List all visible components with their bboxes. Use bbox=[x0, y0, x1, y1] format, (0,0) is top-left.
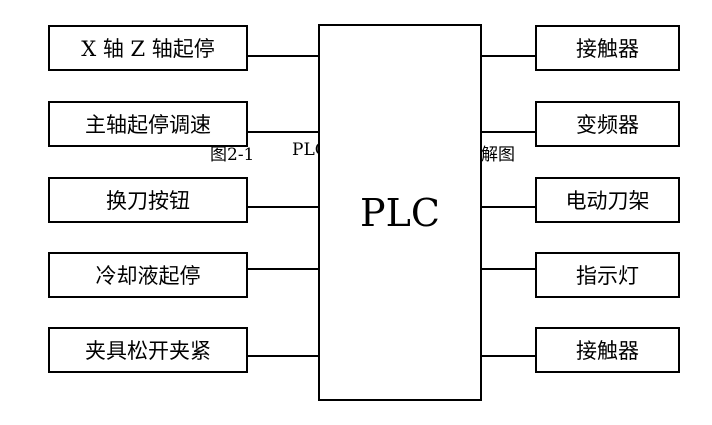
output-label: 接触器 bbox=[576, 339, 639, 363]
connector-output-2 bbox=[481, 131, 536, 133]
connector-input-3 bbox=[247, 206, 319, 208]
output-box-indicator-light: 指示灯 bbox=[535, 252, 680, 298]
input-box-fixture-clamp: 夹具松开夹紧 bbox=[48, 327, 248, 373]
input-box-tool-change-button: 换刀按钮 bbox=[48, 177, 248, 223]
caption-figure-number: 图2-1 bbox=[210, 145, 255, 165]
output-box-contactor-2: 接触器 bbox=[535, 327, 680, 373]
connector-output-1 bbox=[481, 55, 536, 57]
connector-output-3 bbox=[481, 206, 536, 208]
input-label: 换刀按钮 bbox=[106, 189, 190, 213]
caption-tail-text: 解图 bbox=[481, 145, 515, 165]
connector-output-5 bbox=[481, 355, 536, 357]
connector-input-5 bbox=[247, 355, 319, 357]
input-box-axis-start-stop: X 轴 Z 轴起停 bbox=[48, 25, 248, 71]
output-box-electric-turret: 电动刀架 bbox=[535, 177, 680, 223]
connector-output-4 bbox=[481, 268, 536, 270]
output-label: 电动刀架 bbox=[565, 189, 650, 213]
connector-input-1 bbox=[247, 55, 319, 57]
connector-input-2 bbox=[247, 131, 319, 133]
input-label: X 轴 Z 轴起停 bbox=[81, 37, 215, 61]
input-box-spindle-speed: 主轴起停调速 bbox=[48, 101, 248, 147]
input-label: 主轴起停调速 bbox=[85, 113, 211, 137]
input-label: 冷却液起停 bbox=[95, 264, 201, 288]
input-box-coolant: 冷却液起停 bbox=[48, 252, 248, 298]
output-box-inverter: 变频器 bbox=[535, 101, 680, 147]
connector-input-4 bbox=[247, 268, 319, 270]
output-label: 变频器 bbox=[576, 113, 639, 137]
plc-label: PLC bbox=[360, 190, 440, 235]
output-label: 接触器 bbox=[576, 37, 639, 61]
plc-block: PLC bbox=[318, 24, 482, 401]
input-label: 夹具松开夹紧 bbox=[85, 339, 211, 363]
output-label: 指示灯 bbox=[576, 264, 639, 288]
output-box-contactor-1: 接触器 bbox=[535, 25, 680, 71]
